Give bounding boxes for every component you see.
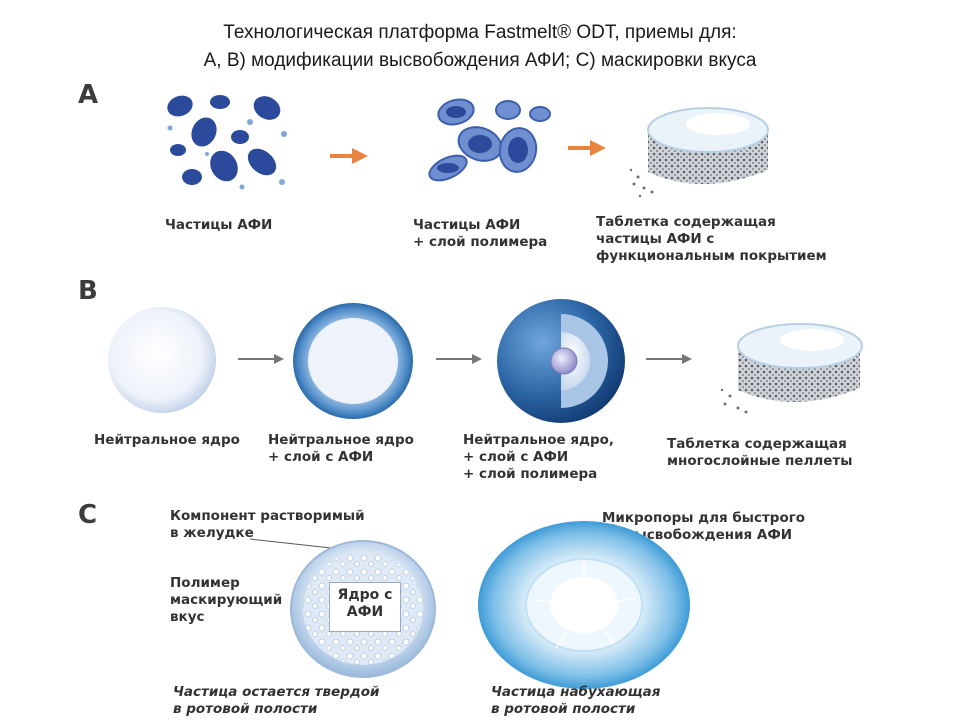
neutral-core-illustration (108, 307, 216, 413)
api-particles-illustration (167, 95, 287, 190)
section-b-letter: B (78, 276, 98, 306)
coated-particles-illustration (428, 98, 551, 182)
core-with-api-layer-illustration (293, 303, 413, 419)
diagram-title-line-2: А, В) модификации высвобождения АФИ; С) … (203, 50, 757, 71)
section-a-letter: A (78, 80, 99, 110)
core-with-api-box: Ядро с АФИ (329, 582, 401, 632)
arrow-b-2 (436, 354, 482, 364)
arrow-b-3 (646, 354, 692, 364)
arrow-a-2 (568, 140, 606, 156)
label-b-step-3: Нейтральное ядро, + слой с АФИ + слой по… (463, 432, 615, 482)
multilayer-pellet-illustration (497, 299, 625, 423)
label-a-step-1: Частицы АФИ (165, 217, 273, 233)
diagram-title-line-1: Технологическая платформа Fastmelt® ODT,… (223, 22, 737, 43)
tablet-a-illustration (629, 107, 769, 198)
arrow-b-1 (238, 354, 284, 364)
label-a-step-3: Таблетка содержащая частицы АФИ с функци… (596, 214, 827, 264)
label-a-step-2: Частицы АФИ + слой полимера (413, 217, 548, 250)
swelling-particle-illustration (478, 521, 690, 689)
label-soluble-component: Компонент растворимый в желудке (170, 508, 365, 541)
tablet-b-illustration (720, 323, 863, 414)
label-b-step-1: Нейтральное ядро (94, 432, 240, 448)
section-c-letter: C (78, 500, 98, 530)
label-b-step-4: Таблетка содержащая многослойные пеллеты (667, 436, 853, 469)
label-micropores: Микропоры для быстрого высвобождения АФИ (602, 510, 806, 543)
label-taste-masking-polymer: Полимер маскирующий вкус (170, 575, 283, 625)
arrow-a-1 (330, 148, 368, 164)
label-b-step-2: Нейтральное ядро + слой с АФИ (268, 432, 414, 465)
caption-swelling-particle: Частица набухающая в ротовой полости (491, 684, 661, 717)
caption-solid-particle: Частица остается твердой в ротовой полос… (173, 684, 380, 717)
pointer-soluble-component (249, 538, 341, 550)
